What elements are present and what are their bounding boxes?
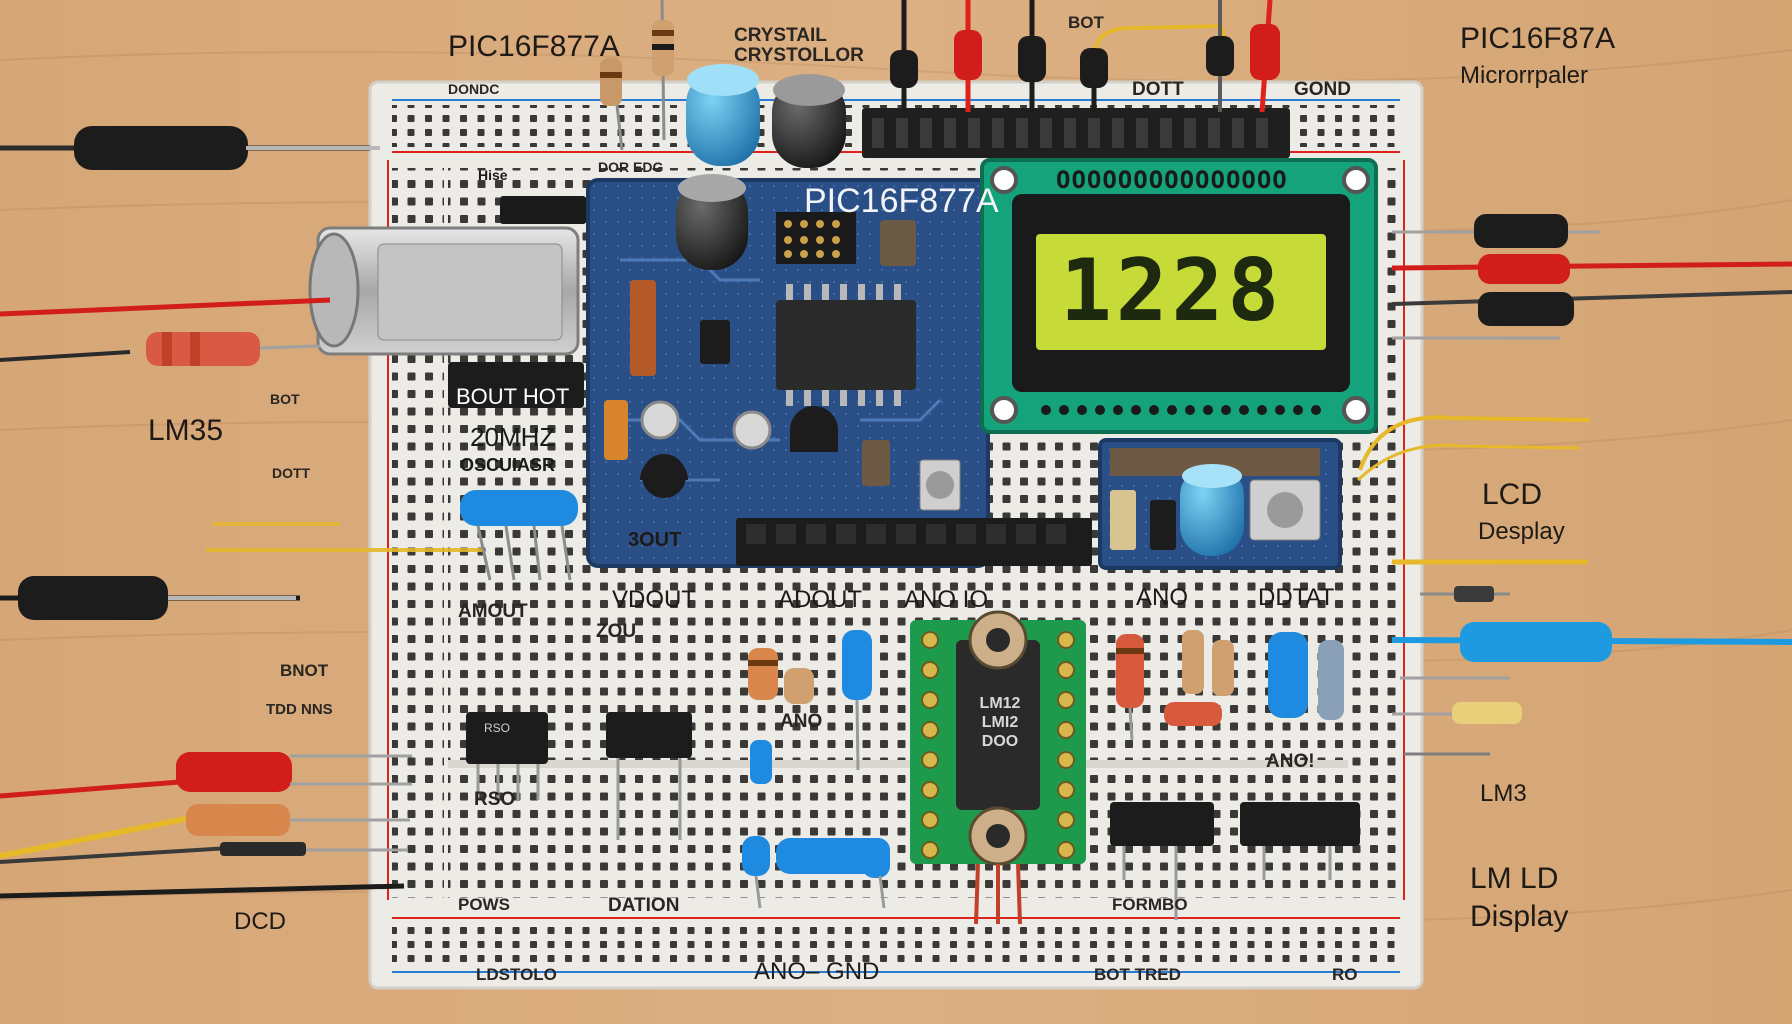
label-left-bot: BOT	[270, 391, 300, 407]
metal-crystal-module	[308, 226, 584, 408]
label-crystal-oscillator: CRYSTAIL CRYSTOLLOR	[734, 25, 864, 66]
board-label-ano-2: ANO	[780, 711, 823, 732]
top-resistors	[600, 0, 674, 151]
lcd-reading: 1228	[1060, 241, 1284, 341]
label-board-top-left: DONDC	[448, 81, 500, 97]
left-wires	[0, 126, 484, 899]
label-bot-top: BOT	[1068, 13, 1104, 32]
label-pic16f87a-top-right: PIC16F87A	[1460, 22, 1616, 55]
board-label-vdout: VDOUT	[612, 586, 696, 613]
pcb-chip-label: PIC16F877A	[804, 182, 999, 220]
label-display-bottom-right: Display	[1470, 900, 1569, 933]
pic-microcontroller-board	[500, 178, 1092, 568]
board-label-ddtat: DDTAT	[1258, 584, 1335, 611]
board-label-ano-3: ANO!	[1266, 751, 1315, 772]
label-20mhz: 20MHZ	[470, 422, 556, 452]
pic-chip	[776, 300, 916, 390]
pcb-label-hise: Hise	[478, 167, 508, 183]
board-label-ano-gnd: ANO– GND	[754, 958, 880, 985]
lcd-module	[980, 158, 1378, 434]
chip-label-lm: LM12 LMI2 DOO	[979, 695, 1021, 751]
board-label-formbo: FORMBO	[1112, 895, 1188, 914]
pcb-label-3out: 3OUT	[628, 529, 682, 551]
board-label-pows: POWS	[458, 895, 510, 914]
label-lcd: LCD	[1482, 478, 1543, 511]
label-lm3: LM3	[1480, 780, 1527, 807]
board-label-ano-io: ANO IO	[904, 586, 989, 613]
blue-resistor-network	[460, 490, 578, 581]
label-lm35: LM35	[148, 414, 224, 447]
board-label-ano: ANO	[1136, 584, 1189, 611]
label-dott-top: DOTT	[1132, 79, 1184, 100]
board-label-ro: RO	[1332, 965, 1358, 984]
board-label-amout: AMOUT	[458, 601, 528, 622]
lower-components	[466, 610, 1360, 925]
label-board-top-mid: DOR EDG	[598, 159, 664, 175]
board-label-rso: RSO	[474, 789, 516, 810]
top-jumper-wires	[890, 0, 1280, 113]
lcd-driver-board	[1098, 438, 1342, 570]
board-label-adout: ADOUT	[778, 586, 862, 613]
pcb-label-bout-hot: BOUT HOT	[456, 384, 570, 409]
lcd-header-pins: OOOOOOOOOOOOOOO	[1056, 166, 1288, 194]
label-left-tdd: TDD NNS	[266, 701, 333, 718]
electrolytic-capacitors	[676, 64, 1244, 556]
board-label-zou: ZOU	[596, 621, 637, 642]
label-gond-top: GOND	[1294, 79, 1351, 100]
label-pic16f877a-top-left: PIC16F877A	[448, 30, 620, 63]
chip-label-rso: RSO	[484, 721, 511, 735]
label-dcd: DCD	[234, 908, 286, 935]
lcd-screen	[1036, 234, 1326, 350]
label-microcontroller-top-right: Microrrpaler	[1460, 62, 1589, 89]
board-label-dation: DATION	[608, 895, 680, 916]
label-left-dott: DOTT	[272, 465, 311, 481]
label-left-bnot: BNOT	[280, 661, 329, 680]
board-label-bottom-left: LDSTOLO	[476, 965, 557, 984]
label-lcd-display: Desplay	[1478, 518, 1565, 545]
label-oscillator: OSCUIASR	[460, 455, 556, 475]
label-lm-ld: LM LD	[1470, 862, 1559, 895]
board-label-bottom-right: BOT TRED	[1094, 965, 1181, 984]
right-wires	[1356, 214, 1792, 756]
